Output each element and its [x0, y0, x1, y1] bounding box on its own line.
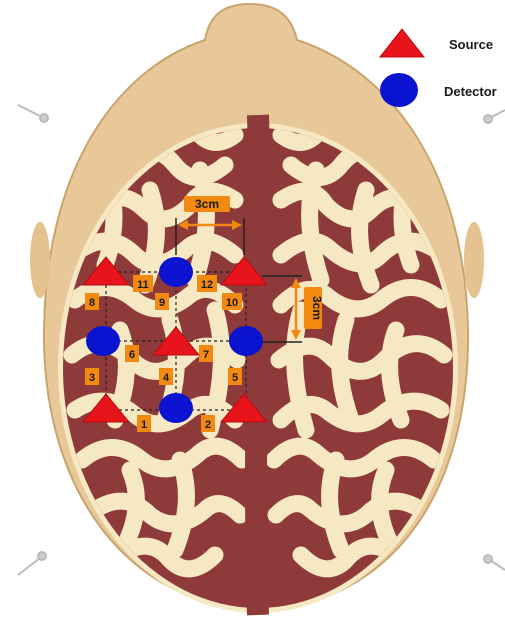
legend-detector-label: Detector — [444, 84, 497, 99]
channel-label-4: 4 — [159, 368, 173, 385]
channel-label-8: 8 — [85, 293, 99, 310]
legend-source-icon — [380, 29, 424, 57]
detector-left — [86, 326, 120, 356]
svg-text:1: 1 — [141, 419, 147, 431]
svg-text:6: 6 — [129, 349, 135, 361]
detector-bottom — [159, 393, 193, 423]
channel-label-1: 1 — [137, 415, 151, 432]
channel-label-6: 6 — [125, 345, 139, 362]
svg-text:12: 12 — [201, 279, 213, 291]
legend-detector-icon — [380, 73, 418, 107]
svg-text:11: 11 — [137, 279, 149, 291]
channel-label-11: 11 — [133, 275, 153, 292]
channel-label-10: 10 — [222, 293, 242, 310]
svg-text:3: 3 — [89, 372, 95, 384]
legend-source-label: Source — [449, 37, 493, 52]
svg-text:5: 5 — [232, 372, 238, 384]
channel-label-12: 12 — [197, 275, 217, 292]
vertical-dimension-label: 3cm — [310, 296, 324, 320]
channel-label-3: 3 — [85, 368, 99, 385]
svg-text:2: 2 — [205, 419, 211, 431]
horizontal-dimension-label: 3cm — [195, 197, 219, 211]
svg-text:9: 9 — [159, 297, 165, 309]
channel-label-7: 7 — [199, 345, 213, 362]
channel-label-2: 2 — [201, 415, 215, 432]
svg-text:7: 7 — [203, 349, 209, 361]
legend — [380, 29, 424, 107]
svg-text:8: 8 — [89, 297, 95, 309]
svg-text:10: 10 — [226, 297, 238, 309]
svg-text:4: 4 — [163, 372, 170, 384]
detector-right — [229, 326, 263, 356]
channel-label-5: 5 — [228, 368, 242, 385]
detector-top — [159, 257, 193, 287]
channel-label-9: 9 — [155, 293, 169, 310]
